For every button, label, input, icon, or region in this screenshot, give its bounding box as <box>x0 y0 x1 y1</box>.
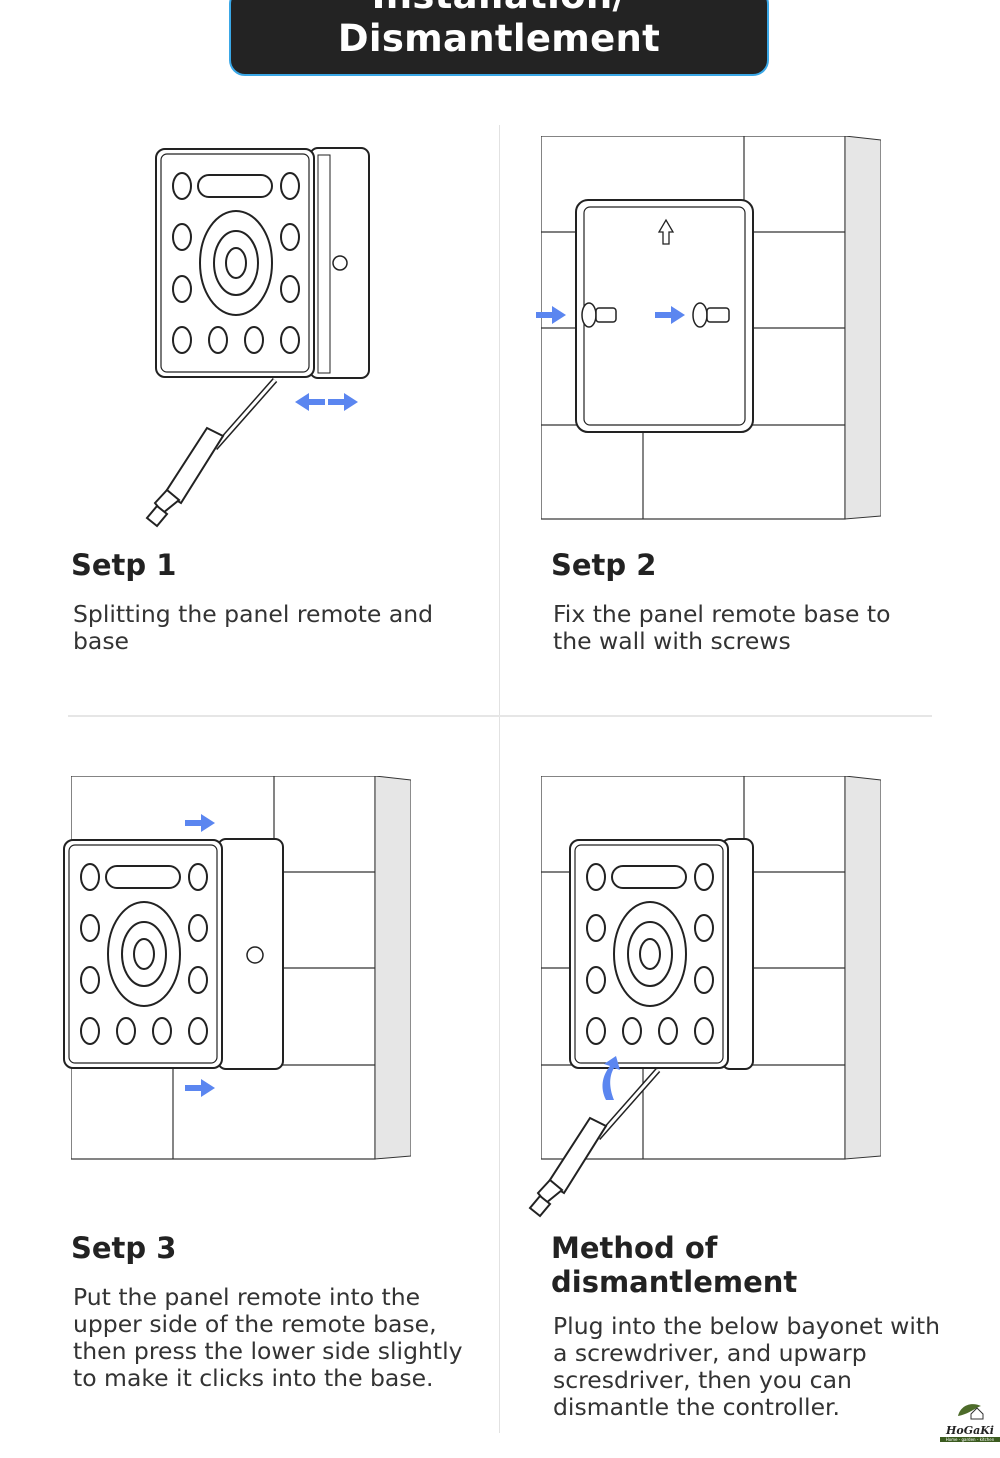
logo-tagline: Home - garden - kitchen <box>940 1437 1000 1442</box>
text-line: to make it clicks into the base. <box>73 1364 434 1392</box>
text-line: Fix the panel remote base to <box>553 600 891 628</box>
divider-vertical-bottom <box>499 717 500 1433</box>
step3-illustration <box>63 776 411 1160</box>
step1-description: Splitting the panel remote and base <box>73 601 433 655</box>
step1-illustration <box>147 147 370 526</box>
step2-description: Fix the panel remote base to the wall wi… <box>553 601 891 655</box>
dismantle-illustration <box>530 776 881 1216</box>
text-line: then press the lower side slightly <box>73 1337 463 1365</box>
header-banner: Installation/ Dismantlement <box>229 0 769 76</box>
text-line: Plug into the below bayonet with <box>553 1312 940 1340</box>
step3-description: Put the panel remote into the upper side… <box>73 1284 463 1392</box>
leaf-house-icon <box>958 1404 984 1420</box>
text-line: Method of <box>551 1231 718 1265</box>
text-line: Splitting the panel remote and <box>73 600 434 628</box>
brand-logo: HoGaKi Home - garden - kitchen <box>940 1400 1000 1442</box>
step2-illustration <box>536 136 881 520</box>
dismantle-title: Method of dismantlement <box>551 1231 797 1299</box>
screw-icon <box>581 302 730 328</box>
text-line: the wall with screws <box>553 627 791 655</box>
arrow-right-icon <box>328 393 358 411</box>
divider-vertical-top <box>499 125 500 715</box>
page-title: Installation/ Dismantlement <box>337 0 661 60</box>
step2-title: Setp 2 <box>551 548 657 582</box>
step3-title: Setp 3 <box>71 1231 177 1265</box>
text-line: scresdriver, then you can <box>553 1366 852 1394</box>
up-arrow-icon <box>657 218 675 245</box>
arrow-left-icon <box>295 393 325 411</box>
text-line: upper side of the remote base, <box>73 1310 437 1338</box>
text-line: Put the panel remote into the <box>73 1283 421 1311</box>
divider-horizontal <box>68 715 932 717</box>
text-line: base <box>73 627 130 655</box>
text-line: dismantlement <box>551 1265 798 1299</box>
curved-up-arrow-icon <box>602 1056 620 1100</box>
step1-title: Setp 1 <box>71 548 177 582</box>
text-line: a screwdriver, and upwarp <box>553 1339 867 1367</box>
dismantle-description: Plug into the below bayonet with a screw… <box>553 1313 940 1421</box>
logo-name: HoGaKi <box>946 1424 994 1437</box>
text-line: dismantle the controller. <box>553 1393 841 1421</box>
